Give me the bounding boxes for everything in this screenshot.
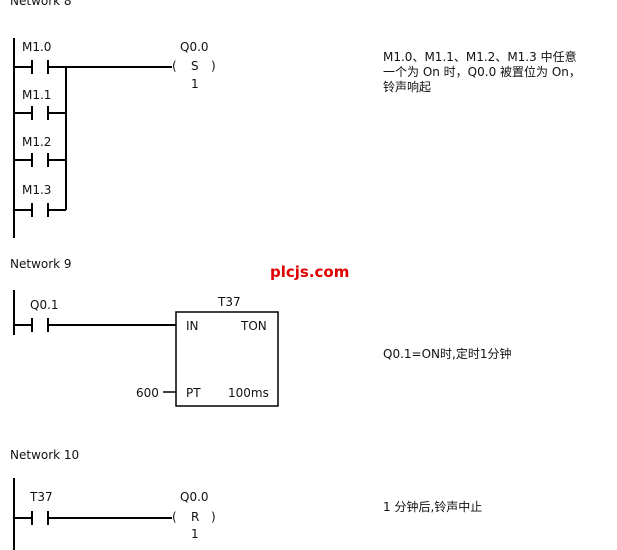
timer-pt-label: PT — [186, 386, 201, 400]
n8-comment-line3: 铃声响起 — [383, 80, 432, 94]
contact-label-t37: T37 — [30, 490, 53, 504]
contact-label-m10: M1.0 — [22, 40, 52, 54]
network-8-title: Network 8 — [10, 0, 72, 8]
coil-type-reset: R — [191, 510, 200, 524]
timer-name: T37 — [218, 295, 241, 309]
coil-close-paren-reset: ) — [211, 510, 216, 524]
contact-label-q01: Q0.1 — [30, 298, 59, 312]
n8-comment-line2: 一个为 On 时，Q0.0 被置位为 On， — [383, 65, 581, 79]
contact-label-m13: M1.3 — [22, 183, 52, 197]
network-9-title: Network 9 — [10, 257, 72, 271]
coil-close-paren: ) — [211, 59, 216, 73]
contact-label-m12: M1.2 — [22, 135, 52, 149]
network-10-title: Network 10 — [10, 448, 80, 462]
n8-contact-m12 — [14, 153, 66, 167]
n9-contact-q01 — [14, 318, 49, 332]
contact-label-m11: M1.1 — [22, 88, 52, 102]
coil-open-paren: ( — [172, 59, 177, 73]
n8-comment-line1: M1.0、M1.1、M1.2、M1.3 中任意 — [383, 50, 577, 64]
timer-type: TON — [241, 319, 267, 333]
timer-in-label: IN — [186, 319, 199, 333]
timer-base: 100ms — [228, 386, 269, 400]
coil-count-reset: 1 — [191, 527, 199, 541]
coil-type-set: S — [191, 59, 199, 73]
watermark: plcjs.com — [270, 263, 350, 281]
timer-box — [175, 311, 279, 407]
coil-address-q00-set: Q0.0 — [180, 40, 209, 54]
n9-comment: Q0.1=ON时,定时1分钟 — [383, 347, 512, 361]
n10-comment: 1 分钟后,铃声中止 — [383, 500, 483, 514]
n8-contact-m10 — [14, 60, 49, 74]
coil-address-q00-reset: Q0.0 — [180, 490, 209, 504]
n8-contact-m13 — [14, 203, 66, 217]
coil-count-set: 1 — [191, 77, 199, 91]
n10-contact-t37 — [14, 511, 49, 525]
timer-pt-value: 600 — [136, 386, 159, 400]
n8-contact-m11 — [14, 106, 66, 120]
coil-open-paren-reset: ( — [172, 510, 177, 524]
